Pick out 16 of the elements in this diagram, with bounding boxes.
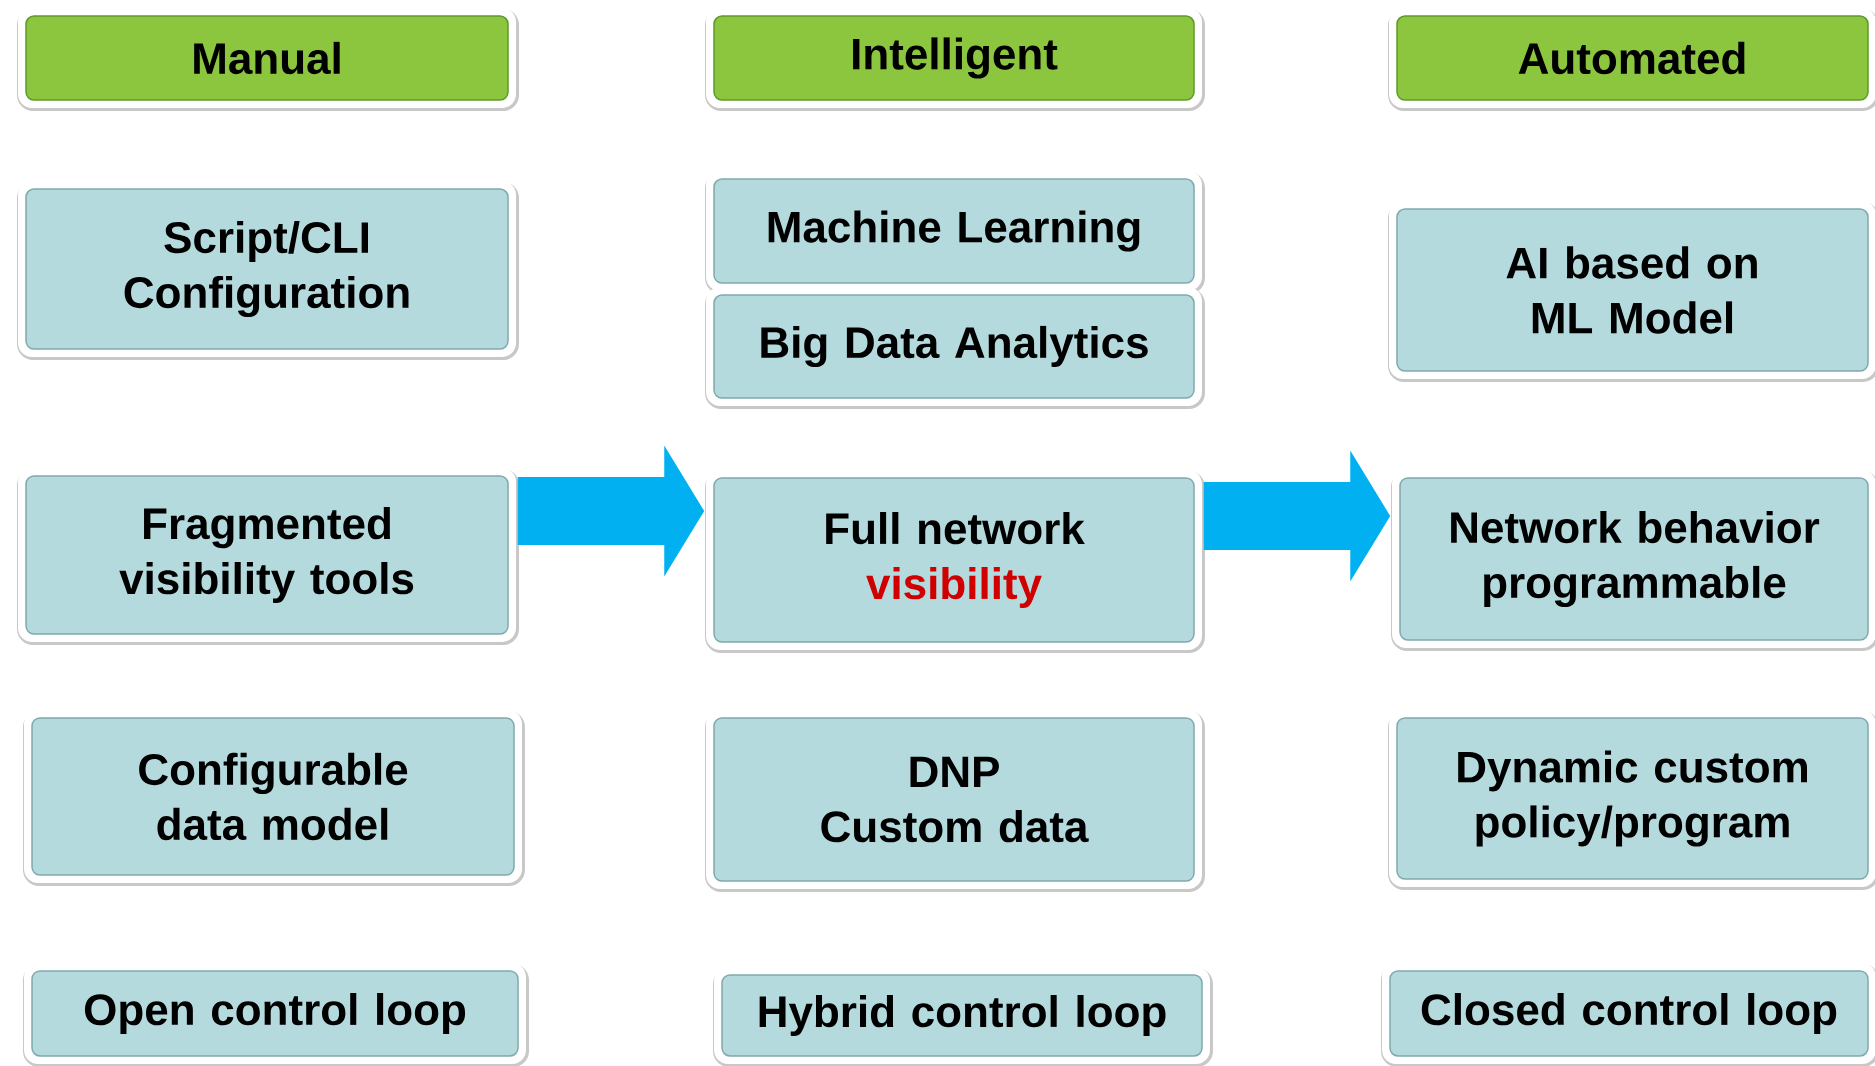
column-header: Automated <box>1388 8 1875 111</box>
feature-box: Fragmented visibility tools <box>17 468 519 645</box>
feature-box: Full network visibility <box>705 470 1205 653</box>
column-header: Intelligent <box>705 8 1205 111</box>
column-header: Manual <box>17 8 519 111</box>
feature-box: Closed control loop <box>1381 963 1875 1066</box>
feature-box: Machine Learning <box>705 171 1205 294</box>
feature-box: Configurable data model <box>23 710 525 886</box>
feature-box: AI based on ML Model <box>1388 201 1875 382</box>
feature-box: Open control loop <box>23 963 529 1066</box>
feature-box: Dynamic custom policy/program <box>1388 710 1875 890</box>
feature-box: DNP Custom data <box>705 710 1205 892</box>
feature-box: Big Data Analytics <box>705 287 1205 409</box>
feature-box: Script/CLI Configuration <box>17 181 519 360</box>
feature-box: Network behavior programmable <box>1391 470 1875 651</box>
feature-box: Hybrid control loop <box>713 967 1213 1066</box>
